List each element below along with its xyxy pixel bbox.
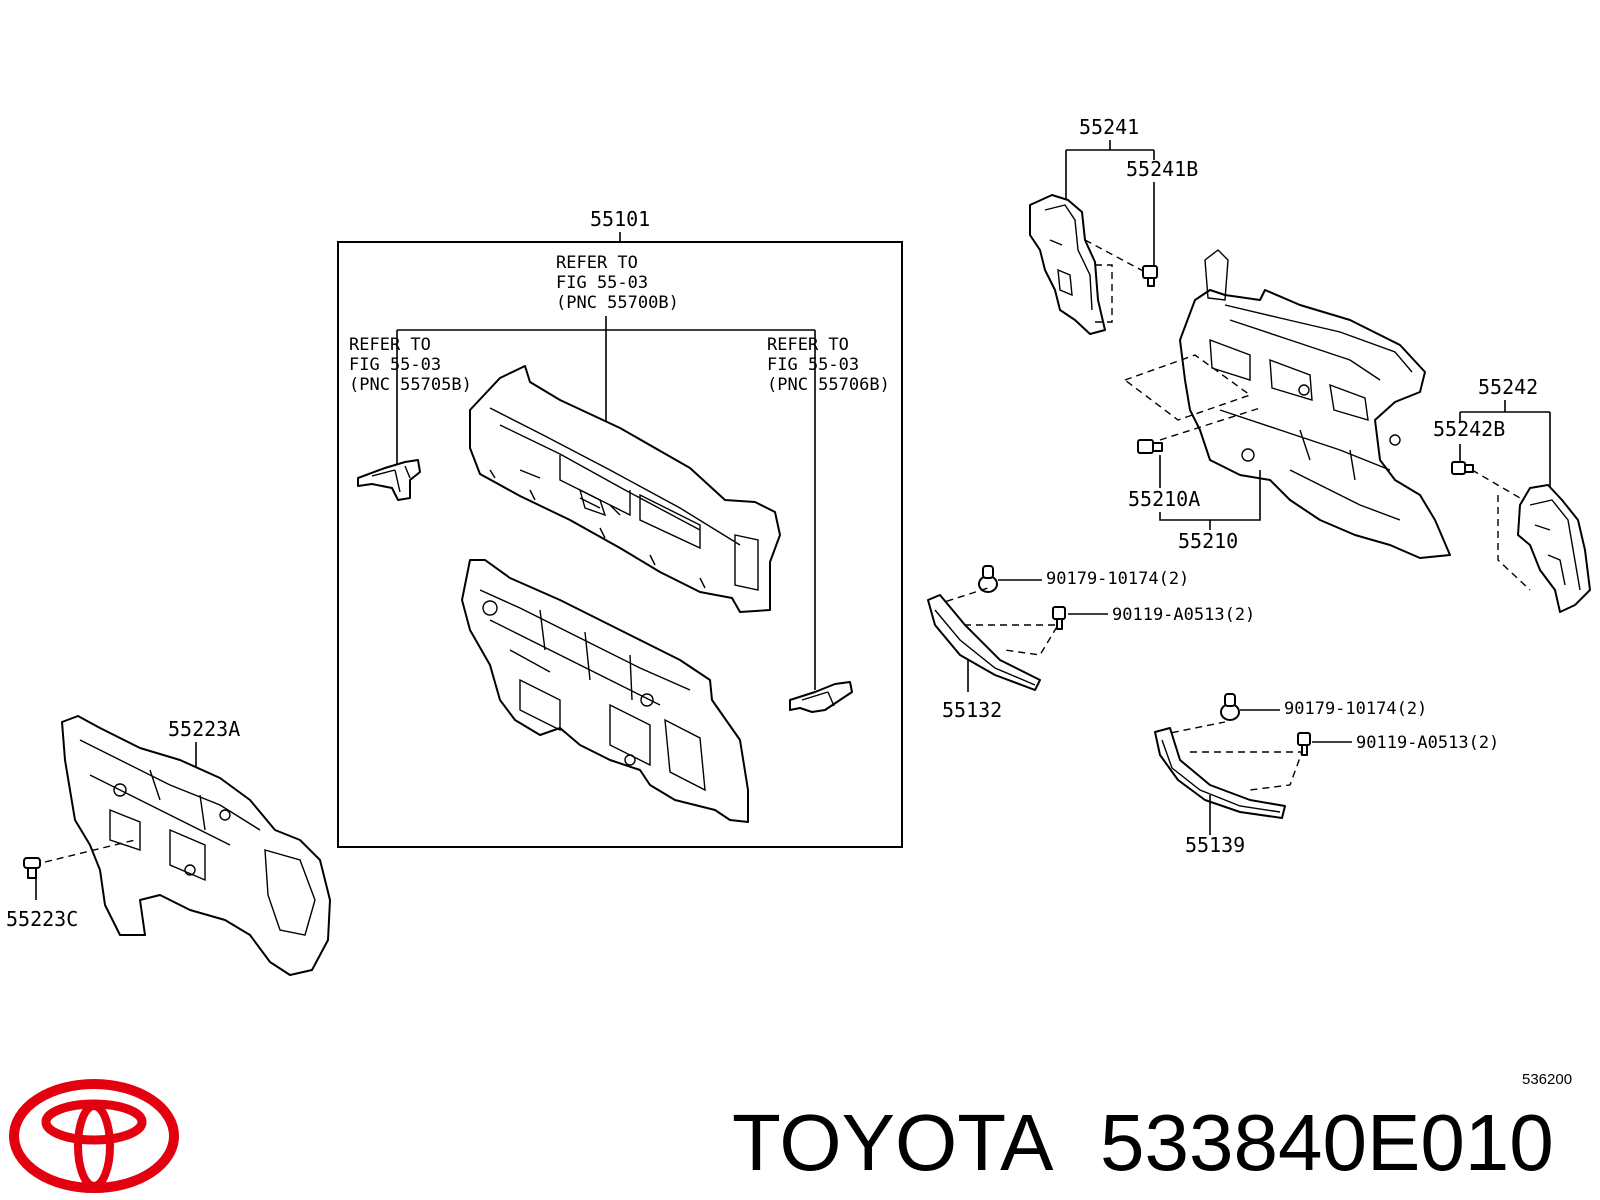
dash-55132: [934, 587, 1060, 656]
label-55241b: 55241B: [1126, 157, 1198, 181]
refer-left-line1: REFER TO: [349, 335, 431, 355]
label-55223a: 55223A: [168, 717, 240, 741]
label-55101: 55101: [590, 207, 650, 231]
label-55210a: 55210A: [1128, 487, 1200, 511]
refer-center-line2: FIG 55-03: [556, 273, 648, 293]
assembly-frame: [337, 241, 903, 848]
dash-55242: [1471, 469, 1531, 591]
refer-center-line1: REFER TO: [556, 253, 638, 273]
label-90119-lower: 90119-A0513(2): [1356, 733, 1499, 753]
label-55132: 55132: [942, 698, 1002, 722]
refer-right-line3: (PNC 55706B): [767, 375, 890, 395]
label-55242b: 55242B: [1433, 417, 1505, 441]
refer-left: REFER TO FIG 55-03 (PNC 55705B): [349, 335, 472, 395]
bracket-55242: [1517, 484, 1591, 613]
leader-55210: [1159, 455, 1261, 530]
strip-55139: [1154, 727, 1286, 819]
clip-90179-upper: [978, 565, 998, 593]
dash-55223c: [44, 839, 136, 863]
bolt-55241b: [1142, 265, 1158, 287]
label-55242: 55242: [1478, 375, 1538, 399]
bolt-90119-lower: [1297, 732, 1311, 756]
label-55223c: 55223C: [6, 907, 78, 931]
bracket-55241: [1029, 194, 1106, 335]
refer-center: REFER TO FIG 55-03 (PNC 55700B): [556, 253, 679, 313]
group-55242: 55242 55242B: [1433, 375, 1591, 613]
label-90119-upper: 90119-A0513(2): [1112, 605, 1255, 625]
label-55210: 55210: [1178, 529, 1238, 553]
leader-55241: [1065, 140, 1155, 272]
label-55241: 55241: [1079, 115, 1139, 139]
toyota-logo-icon: [9, 1079, 179, 1193]
refer-right-line1: REFER TO: [767, 335, 849, 355]
group-55223: 55223A 55223C: [6, 715, 331, 976]
bracket-left-small: [357, 459, 421, 501]
clip-55223c: [23, 857, 41, 879]
bracket-right-small: [789, 681, 853, 713]
refer-left-line3: (PNC 55705B): [349, 375, 472, 395]
leader-55242: [1459, 400, 1551, 500]
label-90179-lower: 90179-10174(2): [1284, 699, 1427, 719]
refer-center-line3: (PNC 55700B): [556, 293, 679, 313]
brand-part-number: 533840E010: [1100, 1098, 1554, 1187]
label-55139: 55139: [1185, 833, 1245, 857]
strip-55132: [927, 594, 1041, 691]
insulator-55210: [1179, 249, 1451, 559]
refer-right-line2: FIG 55-03: [767, 355, 859, 375]
group-55132: 90179-10174(2) 90119-A0513(2) 55132: [927, 565, 1255, 722]
dash-55210: [1123, 354, 1261, 441]
refer-right: REFER TO FIG 55-03 (PNC 55706B): [767, 335, 890, 395]
group-55210: 55210A 55210: [1123, 249, 1451, 559]
cowl-top-panel: [469, 365, 781, 613]
group-55241: 55241 55241B: [1029, 115, 1198, 335]
refer-left-line2: FIG 55-03: [349, 355, 441, 375]
clip-90179-lower: [1220, 693, 1240, 721]
illustration-code: 536200: [1522, 1071, 1572, 1088]
assembly-55101: 55101 REFER TO FIG 55-03 (PNC 55700B) RE…: [337, 207, 903, 848]
clip-55210a: [1137, 439, 1163, 454]
group-55139: 90179-10174(2) 90119-A0513(2) 55139: [1154, 693, 1499, 857]
label-90179-upper: 90179-10174(2): [1046, 569, 1189, 589]
silencer-55223a: [61, 715, 331, 976]
bolt-90119-upper: [1052, 606, 1066, 630]
clip-55242b: [1451, 461, 1474, 475]
brand-name: TOYOTA: [732, 1098, 1054, 1187]
dash-panel: [461, 559, 749, 823]
